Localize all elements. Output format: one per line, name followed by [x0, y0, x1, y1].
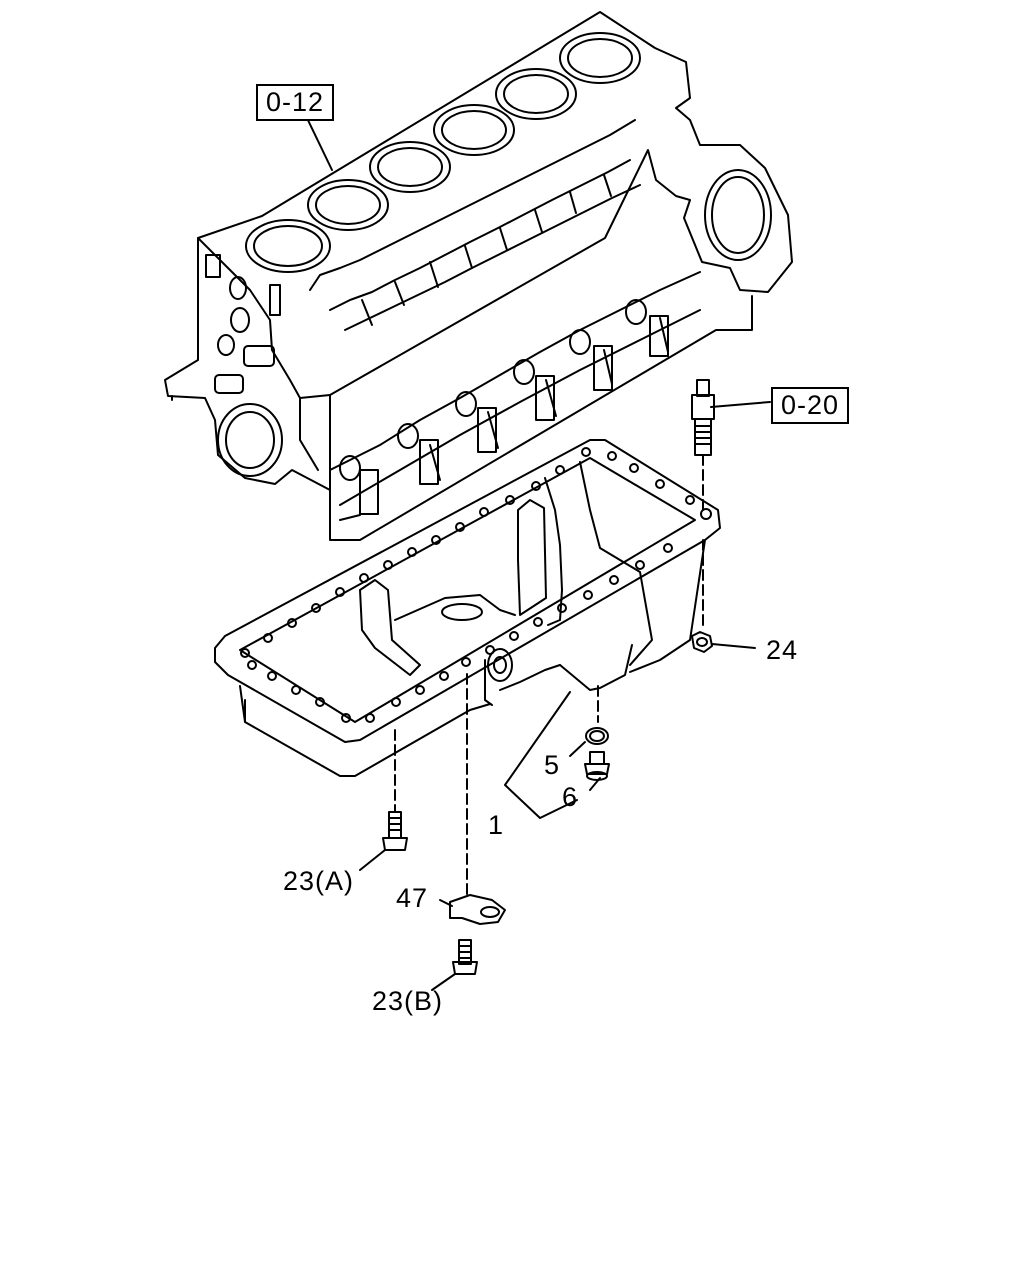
bolt-23b	[431, 939, 478, 991]
reference-label-0-20: 0-20	[771, 387, 850, 424]
bolt-23a	[359, 811, 408, 871]
cylinder-block	[164, 11, 793, 541]
callout-label-23a: 23(A)	[283, 866, 355, 896]
drain-plug-part	[584, 751, 610, 791]
callout-label-23b: 23(B)	[372, 986, 444, 1016]
leader-1	[504, 691, 578, 819]
stud-part	[691, 379, 715, 511]
center-lines	[171, 395, 704, 896]
callout-label-1: 1	[488, 810, 505, 840]
callout-label-47: 47	[396, 883, 429, 913]
callout-label-6: 6	[562, 782, 579, 812]
callout-label-5: 5	[544, 750, 561, 780]
reference-label-0-12: 0-12	[256, 84, 335, 121]
leader-0-20	[710, 401, 771, 408]
leader-0-12	[305, 115, 333, 171]
nut-part	[691, 631, 756, 653]
callout-label-24: 24	[766, 635, 799, 665]
o-ring-part	[569, 727, 609, 757]
oil-pan	[214, 439, 721, 777]
bracket-47	[439, 894, 506, 925]
